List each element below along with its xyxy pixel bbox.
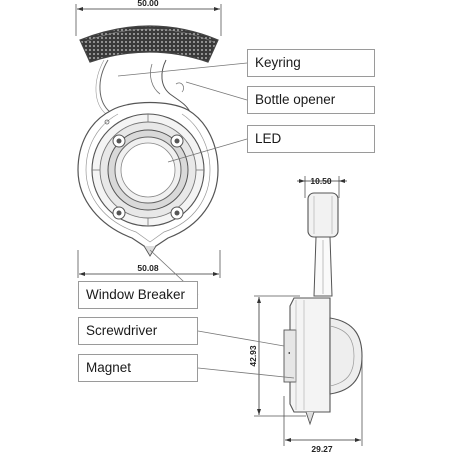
- callout-magnet: Magnet: [78, 354, 198, 382]
- side-view-body: ∎: [283, 192, 363, 426]
- dimension-side-top-width: 10.50: [297, 176, 347, 198]
- dimension-side-height-label: 42.93: [248, 345, 258, 367]
- dimension-side-top-width-label: 10.50: [310, 176, 332, 186]
- dimension-top-width-label: 50.00: [137, 0, 159, 8]
- keyring-grip: [79, 25, 219, 63]
- keyring-wire: [95, 59, 111, 115]
- dimension-top-width: 50.00: [75, 0, 222, 36]
- leader-keyring: [117, 62, 248, 77]
- leader-screwdriver: [197, 330, 285, 347]
- leader-lines: [117, 62, 295, 379]
- dimension-bottom-width-label: 50.08: [137, 263, 159, 273]
- callout-window-breaker: Window Breaker: [78, 281, 198, 309]
- callout-bottle-opener: Bottle opener: [247, 86, 375, 114]
- callout-keyring: Keyring: [247, 49, 375, 77]
- led-housing: [91, 113, 205, 227]
- leader-led: [167, 138, 248, 163]
- leader-bottle-opener: [185, 81, 248, 101]
- callout-screwdriver: Screwdriver: [78, 317, 198, 345]
- dimension-side-height: 42.93: [248, 295, 306, 417]
- bottle-opener-body: [150, 59, 191, 113]
- front-screws: [112, 134, 184, 220]
- callout-led: LED: [247, 125, 375, 153]
- dimension-bottom-width: 50.08: [77, 250, 221, 278]
- dimension-side-bottom-width: 29.27: [283, 360, 363, 452]
- leader-magnet: [197, 367, 295, 379]
- svg-text:∎: ∎: [288, 350, 291, 355]
- dimension-side-bottom-width-label: 29.27: [311, 444, 333, 452]
